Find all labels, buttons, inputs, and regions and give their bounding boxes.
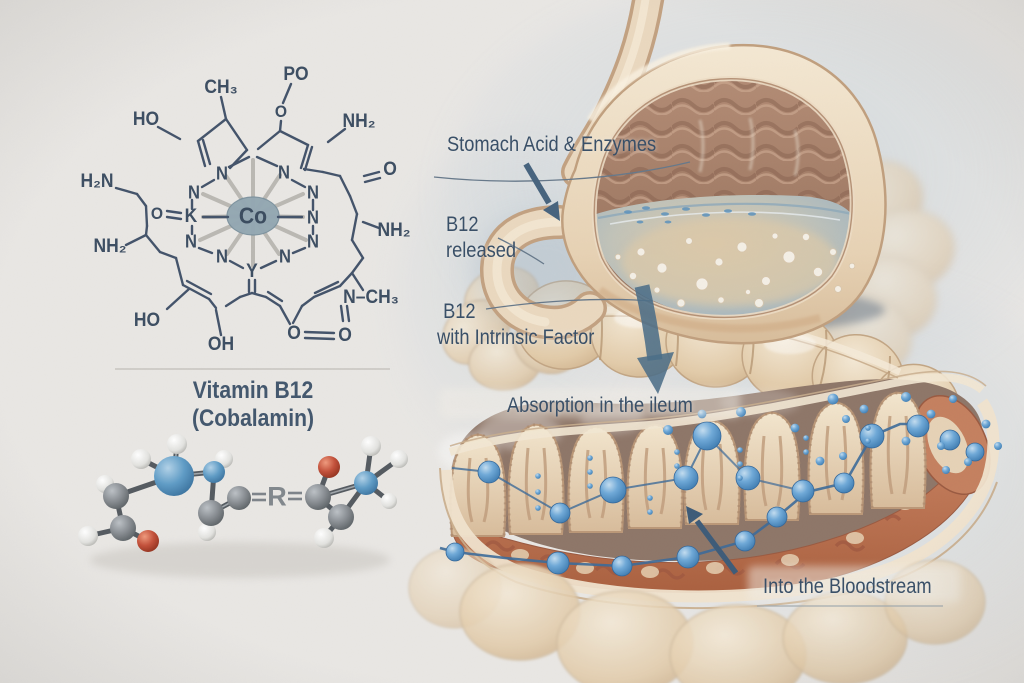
chem-label-o-right: O [383,159,397,180]
figure-caption: Vitamin B12 (Cobalamin) [191,377,315,432]
label-b12-intrinsic-line1: B12 [443,300,476,323]
chem-label-n7: N [307,231,319,252]
chem-label-o-phosphate: O [274,102,288,121]
chem-label-n9: N [279,246,291,267]
cobalt-label: Co [238,202,268,229]
chem-label-o-keto-left: O [287,323,301,344]
chem-label-nh2-right: NH₂ [377,220,411,241]
chem-label-n-ch3: N–CH₃ [343,287,399,308]
chem-label-n2: N [278,162,290,183]
chem-label-ho-upper: HO [132,109,160,130]
label-b12-released: B12 released [446,212,516,264]
chem-label-n4: N [307,182,319,203]
chem-label-ch3-top: CH₃ [204,77,238,98]
chem-label-n8: N [216,246,228,267]
chem-label-n3: N [188,182,200,203]
r-group-label: R [267,481,287,512]
chem-label-n5: N [307,207,319,228]
label-absorption-ileum: Absorption in the ileum [507,394,693,417]
chem-label-o-amide-left: O [150,204,164,223]
chem-label-oh-bottom: OH [207,334,235,355]
chem-label-nh2-upper-right: NH₂ [342,111,376,132]
chem-label-nh2-left: NH₂ [93,236,127,257]
label-b12-intrinsic-factor: B12 with Intrinsic Factor [437,299,594,351]
chem-label-y: Y [246,261,258,282]
label-b12-intrinsic-line2: with Intrinsic Factor [437,326,595,349]
label-stomach-acid-enzymes: Stomach Acid & Enzymes [447,133,657,156]
chem-label-o-keto-right: O [338,325,352,346]
label-b12-released-line2: released [446,239,517,262]
label-into-bloodstream: Into the Bloodstream [763,575,932,598]
chem-label-k: K [184,206,198,227]
chem-label-h2n-left: H₂N [80,171,114,192]
label-b12-released-line1: B12 [446,213,479,236]
chem-label-po: PO [283,64,309,85]
chem-label-ho-lower: HO [133,310,161,331]
chem-label-n1: N [216,163,228,184]
chem-label-n6: N [185,231,197,252]
